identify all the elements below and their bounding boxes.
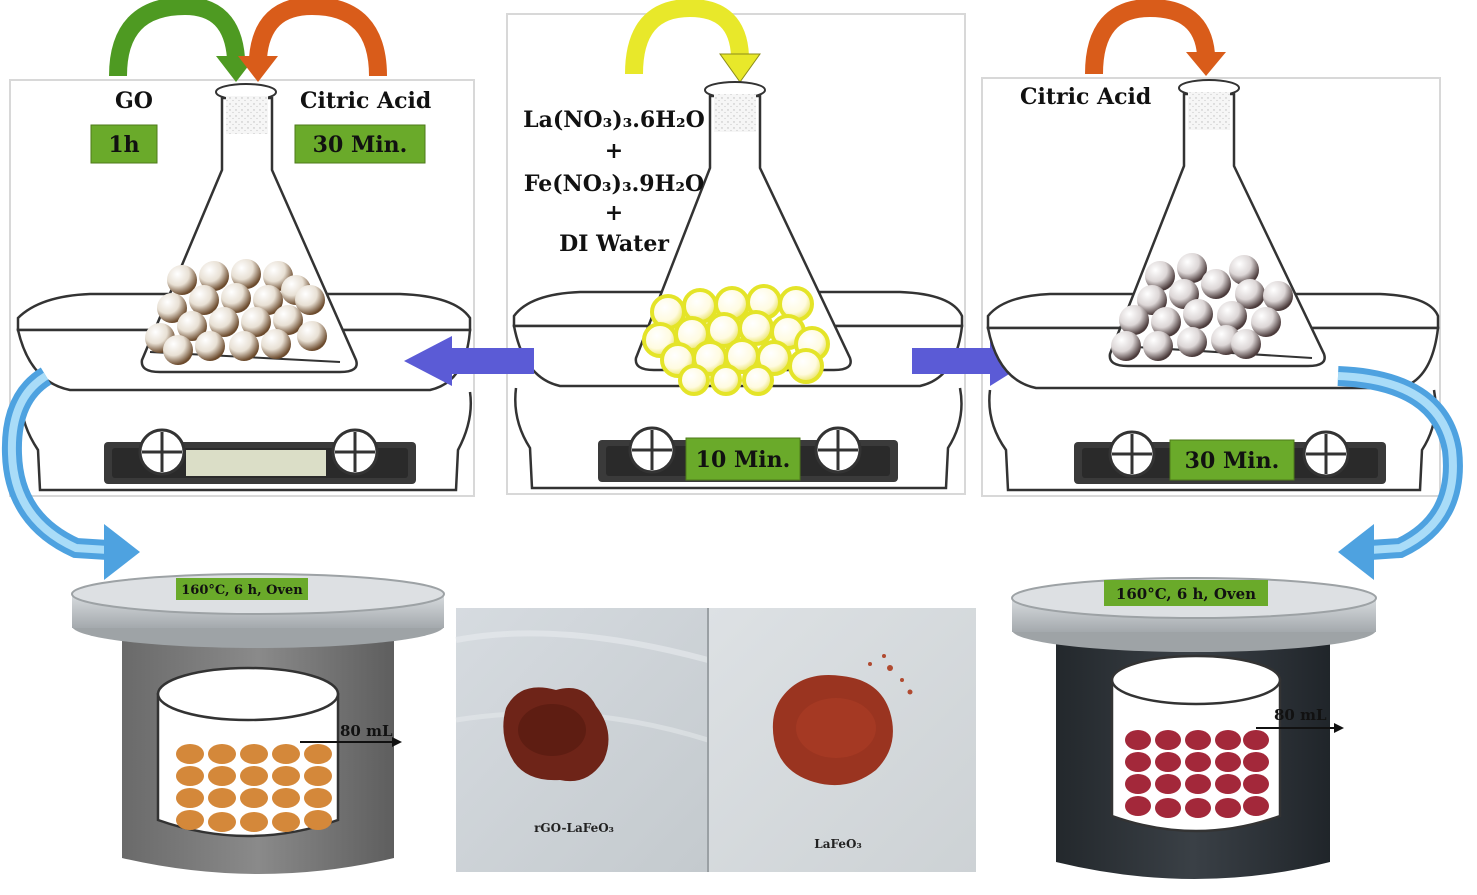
left-oven-label-badge: 160°C, 6 h, Oven	[176, 578, 308, 600]
fe-nitrate-label: Fe(NO₃)₃.9H₂O	[524, 171, 704, 197]
citric-acid-label-left: Citric Acid	[300, 88, 431, 114]
right-autoclave-vessel	[1110, 654, 1282, 833]
orange-curved-arrow-left	[238, 0, 387, 82]
time-badge-10min: 10 Min.	[685, 437, 801, 481]
time-badge-1h: 1h	[90, 124, 158, 164]
time-30min-right-text: 30 Min.	[1185, 448, 1280, 474]
right-oven-label-badge: 160°C, 6 h, Oven	[1104, 580, 1268, 606]
left-flask-particles	[145, 259, 327, 365]
left-knob-2	[331, 428, 379, 476]
right-knob-2	[1302, 430, 1350, 478]
time-badge-30min-right: 30 Min.	[1169, 439, 1295, 481]
right-vessel-particles	[1125, 730, 1269, 818]
left-down-curved-arrow	[1, 367, 140, 580]
di-water-label: DI Water	[559, 231, 669, 257]
middle-knob-2	[814, 426, 862, 474]
left-oven-label: 160°C, 6 h, Oven	[181, 583, 303, 598]
green-curved-arrow	[109, 0, 256, 82]
citric-acid-label-right: Citric Acid	[1020, 84, 1151, 110]
left-arrow	[404, 336, 534, 386]
left-knob-1	[138, 428, 186, 476]
left-vessel-particles	[176, 744, 332, 832]
go-label: GO	[115, 88, 153, 114]
la-nitrate-label: La(NO₃)₃.6H₂O	[523, 107, 705, 133]
yellow-curved-arrow	[625, 0, 761, 83]
right-knob-1	[1108, 430, 1156, 478]
time-10min-text: 10 Min.	[696, 447, 791, 473]
right-volume-text: 80 mL	[1274, 706, 1327, 724]
middle-flask-particles	[642, 284, 830, 396]
right-down-curved-arrow	[1337, 366, 1463, 580]
orange-curved-arrow-right	[1085, 0, 1226, 76]
middle-knob-1	[628, 426, 676, 474]
photo-rgo-lafeo3: rGO-LaFeO₃	[455, 608, 709, 872]
time-30min-left-text: 30 Min.	[313, 132, 408, 158]
plus-sign-1: +	[605, 138, 623, 164]
right-volume-marker: 80 mL	[1256, 706, 1344, 733]
lafeo3-caption: LaFeO₃	[814, 837, 861, 851]
time-1h-text: 1h	[108, 132, 139, 158]
left-volume-text: 80 mL	[340, 722, 393, 740]
left-volume-marker: 80 mL	[300, 722, 402, 747]
plus-sign-2: +	[605, 200, 623, 226]
right-flask-particles	[1111, 253, 1293, 361]
rgo-lafeo3-caption: rGO-LaFeO₃	[534, 821, 614, 835]
time-badge-30min-left: 30 Min.	[294, 124, 426, 164]
photo-lafeo3: LaFeO₃	[707, 608, 976, 872]
right-oven-label: 160°C, 6 h, Oven	[1116, 585, 1256, 603]
